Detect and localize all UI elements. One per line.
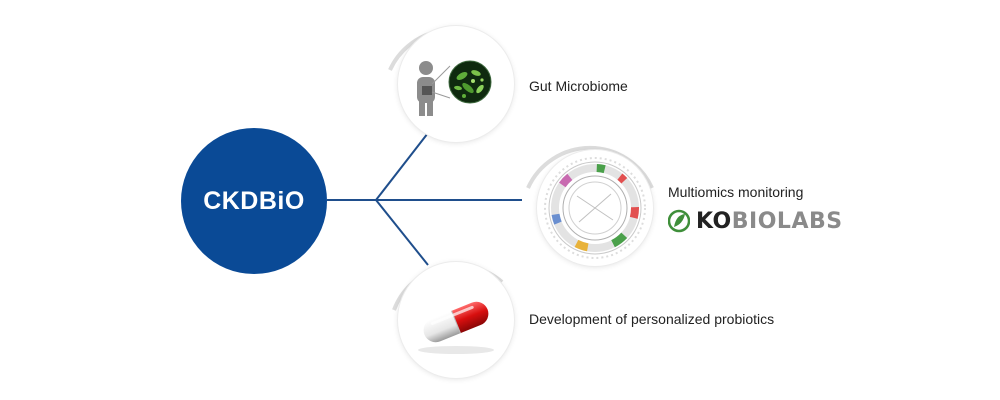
probiotics-label: Development of personalized probiotics xyxy=(529,311,775,327)
person-microscope-icon xyxy=(417,60,492,116)
multiomics-label: Multiomics monitoring xyxy=(668,184,804,200)
capsule-pill-icon xyxy=(418,301,494,354)
leaf-logo-icon xyxy=(668,209,690,233)
arc-middle xyxy=(526,146,654,189)
center-label: CKDBiO xyxy=(203,186,305,215)
gut-microbiome-label: Gut Microbiome xyxy=(529,78,628,94)
kobiolabs-wordmark: KOBIOLABS xyxy=(696,208,843,234)
kobiolabs-logo: KOBIOLABS xyxy=(668,206,843,236)
multiomics-node xyxy=(537,150,653,266)
probiotics-node xyxy=(398,262,514,378)
circos-plot-icon xyxy=(544,157,646,259)
center-node: CKDBiO xyxy=(181,128,327,274)
connector-bottom xyxy=(375,199,429,266)
gut-microbiome-node xyxy=(398,26,514,142)
connector-top xyxy=(375,132,429,201)
